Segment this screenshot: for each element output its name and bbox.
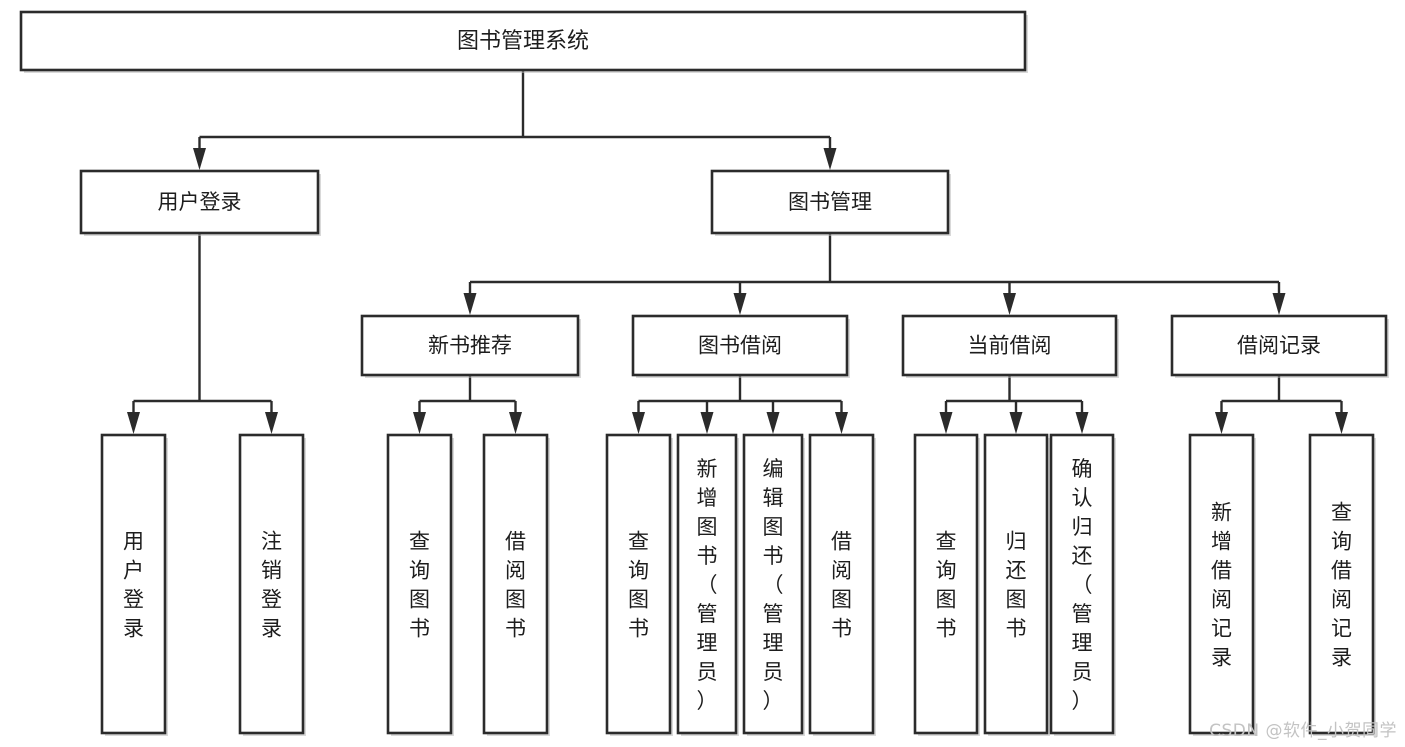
node-label: 新增借阅记录 [1211, 501, 1232, 670]
node-box [983, 433, 1049, 735]
node-box [1170, 314, 1388, 377]
node-box [79, 169, 320, 235]
node-label: 查询图书 [936, 530, 957, 641]
node-label: 归还图书 [1006, 530, 1027, 641]
node-leaf-cb-query[interactable]: 查询图书 [913, 433, 980, 736]
edge-group-current_borrow [939, 375, 1089, 434]
node-box [913, 433, 979, 735]
node-label: 图书管理 [788, 190, 872, 214]
node-box [386, 433, 453, 735]
edge-group-book_borrow [632, 375, 848, 434]
node-leaf-cb-return[interactable]: 归还图书 [983, 433, 1050, 736]
node-leaf-user-login[interactable]: 用户登录 [100, 433, 168, 736]
node-label: 借阅图书 [831, 530, 852, 641]
node-box [742, 433, 804, 735]
node-borrow-record[interactable]: 借阅记录 [1170, 314, 1389, 378]
node-leaf-bb-query[interactable]: 查询图书 [605, 433, 673, 736]
node-label: 确认归还（管理员） [1072, 457, 1093, 713]
node-leaf-rec-query[interactable]: 查询图书 [386, 433, 454, 736]
edge-group-book_manage [463, 233, 1286, 315]
node-box [1049, 433, 1115, 735]
node-box [360, 314, 580, 377]
node-leaf-cb-confirm[interactable]: 确认归还（管理员） [1049, 433, 1116, 736]
node-current-borrow[interactable]: 当前借阅 [901, 314, 1119, 378]
node-label: 图书管理系统 [457, 29, 589, 54]
node-label: 新书推荐 [428, 334, 512, 358]
node-new-book-rec[interactable]: 新书推荐 [360, 314, 581, 378]
node-leaf-br-query[interactable]: 查询借阅记录 [1308, 433, 1376, 736]
node-box [631, 314, 849, 377]
node-box [100, 433, 167, 735]
node-layer: 图书管理系统用户登录图书管理新书推荐图书借阅当前借阅借阅记录用户登录注销登录查询… [19, 10, 1389, 736]
node-leaf-rec-borrow[interactable]: 借阅图书 [482, 433, 550, 736]
node-label: 查询借阅记录 [1331, 501, 1352, 670]
node-leaf-bb-borrow[interactable]: 借阅图书 [808, 433, 876, 736]
node-leaf-bb-add[interactable]: 新增图书（管理员） [676, 433, 739, 736]
edge-group-root [193, 70, 837, 170]
node-leaf-user-logout[interactable]: 注销登录 [238, 433, 306, 736]
node-label: 图书借阅 [698, 334, 782, 358]
node-leaf-br-add[interactable]: 新增借阅记录 [1188, 433, 1256, 736]
node-leaf-bb-edit[interactable]: 编辑图书（管理员） [742, 433, 805, 736]
node-label: 查询图书 [628, 530, 649, 641]
node-box [605, 433, 672, 735]
edge-layer [127, 70, 1348, 434]
node-book-manage[interactable]: 图书管理 [710, 169, 951, 236]
node-label: 注销登录 [261, 530, 282, 641]
node-label: 用户登录 [123, 530, 144, 641]
edge-group-borrow_record [1215, 375, 1348, 434]
node-label: 查询图书 [409, 530, 430, 641]
node-box [710, 169, 950, 235]
node-root[interactable]: 图书管理系统 [19, 10, 1028, 73]
node-box [1188, 433, 1255, 735]
node-label: 借阅记录 [1237, 334, 1321, 358]
node-box [19, 10, 1027, 72]
node-box [238, 433, 305, 735]
node-box [482, 433, 549, 735]
edge-group-new_book_rec [413, 375, 522, 434]
node-label: 用户登录 [158, 190, 242, 214]
watermark-text: CSDN @软件_小贺同学 [1209, 721, 1397, 741]
node-box [676, 433, 738, 735]
node-label: 当前借阅 [968, 334, 1052, 358]
node-book-borrow[interactable]: 图书借阅 [631, 314, 850, 378]
node-label: 借阅图书 [505, 530, 526, 641]
node-label: 新增图书（管理员） [697, 457, 718, 713]
node-label: 编辑图书（管理员） [763, 457, 784, 713]
node-box [901, 314, 1118, 377]
edge-group-user_login [127, 233, 278, 434]
node-box [1308, 433, 1375, 735]
node-box [808, 433, 875, 735]
node-user-login[interactable]: 用户登录 [79, 169, 321, 236]
